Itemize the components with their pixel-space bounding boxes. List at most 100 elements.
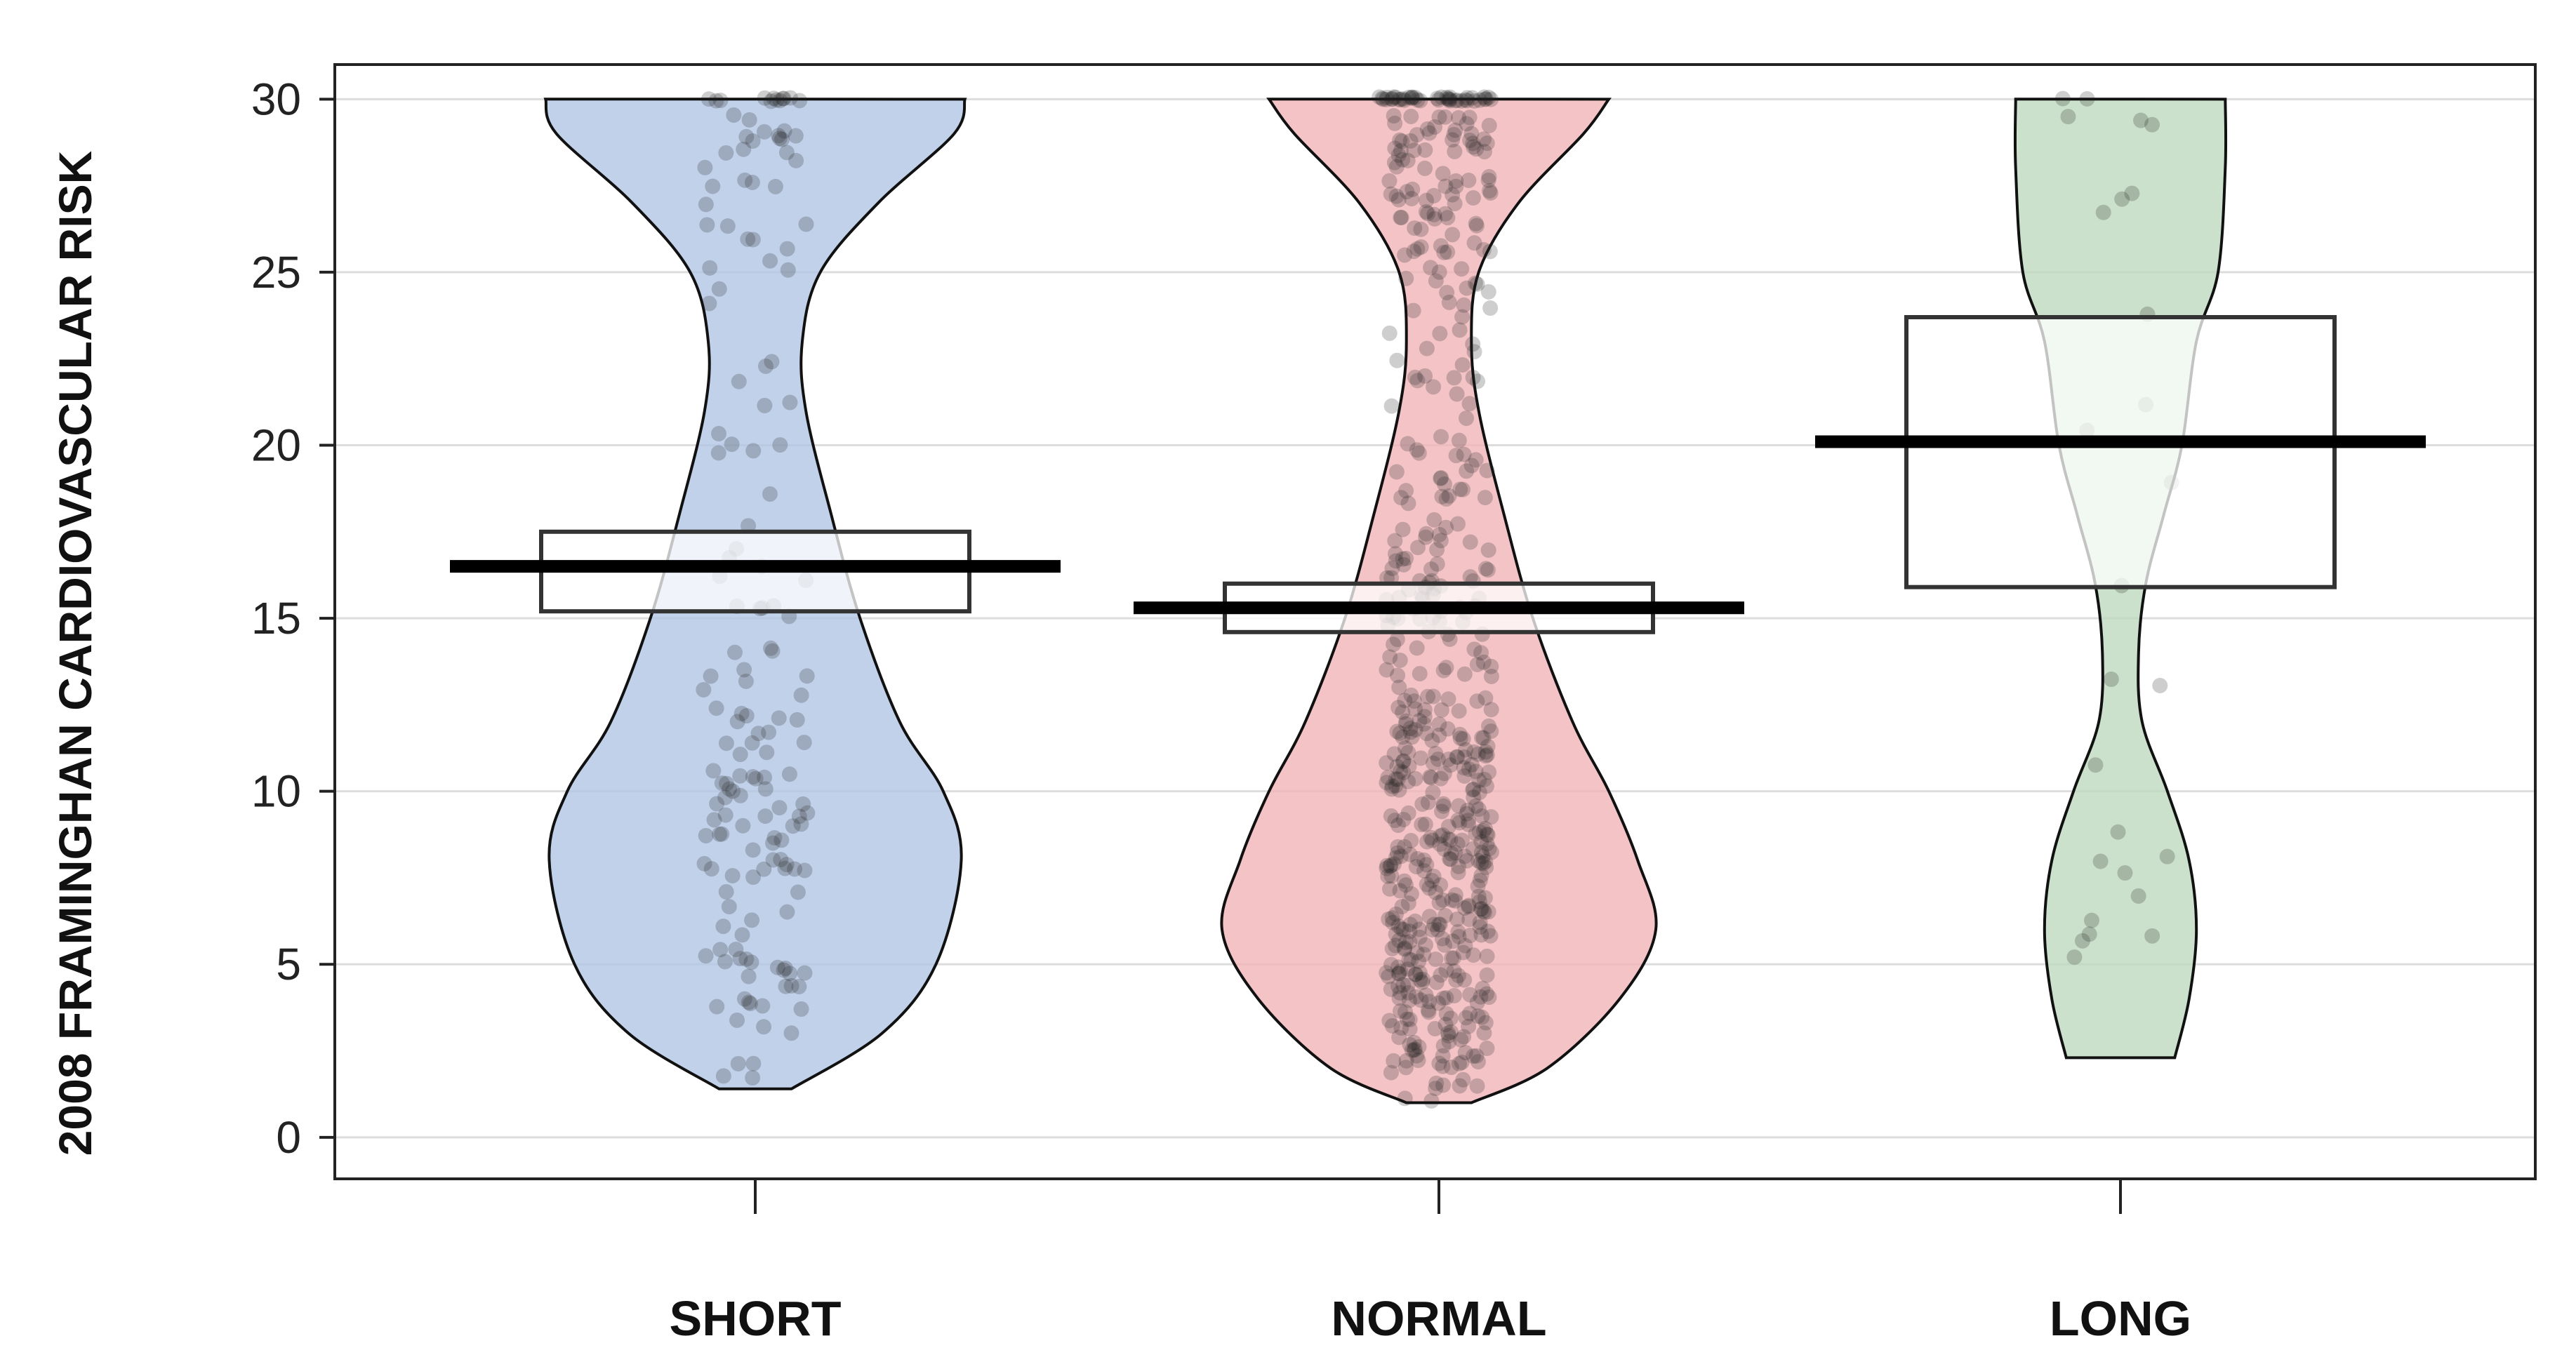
point-normal	[1475, 848, 1491, 864]
point-normal	[1397, 839, 1413, 855]
point-short	[745, 842, 761, 858]
point-normal	[1477, 904, 1493, 921]
point-normal	[1457, 1045, 1473, 1061]
point-normal	[1386, 746, 1402, 762]
point-normal	[1461, 816, 1477, 832]
point-short	[766, 91, 782, 107]
point-normal	[1392, 883, 1408, 899]
point-normal	[1406, 142, 1422, 159]
point-normal	[1415, 971, 1431, 987]
point-short	[729, 714, 745, 730]
point-normal	[1404, 1042, 1420, 1058]
point-short	[718, 735, 734, 752]
point-short	[777, 860, 793, 876]
point-normal	[1380, 769, 1396, 785]
point-short	[738, 951, 755, 967]
point-normal	[1379, 755, 1395, 771]
point-normal	[1447, 887, 1463, 903]
point-normal	[1398, 270, 1414, 286]
point-normal	[1397, 877, 1414, 893]
point-short	[750, 726, 766, 742]
point-normal	[1459, 802, 1475, 818]
point-normal	[1470, 888, 1487, 904]
point-normal	[1395, 729, 1411, 745]
point-normal	[1400, 744, 1416, 761]
point-normal	[1384, 940, 1400, 956]
point-normal	[1381, 325, 1397, 341]
point-normal	[1396, 873, 1412, 889]
point-normal	[1392, 725, 1408, 741]
point-normal	[1395, 765, 1412, 781]
point-short	[756, 123, 772, 140]
point-normal	[1384, 561, 1400, 577]
point-short	[719, 218, 736, 234]
point-short	[732, 747, 748, 763]
point-normal	[1461, 1006, 1478, 1022]
point-normal	[1395, 921, 1412, 937]
point-short	[731, 373, 747, 389]
point-normal	[1468, 826, 1484, 842]
point-short	[708, 93, 724, 109]
point-normal	[1482, 928, 1499, 944]
point-normal	[1409, 373, 1426, 389]
point-normal	[1461, 761, 1477, 777]
point-short	[777, 960, 793, 976]
point-normal	[1475, 654, 1492, 670]
point-normal	[1475, 855, 1492, 872]
point-normal	[1395, 704, 1411, 721]
point-normal	[1395, 811, 1412, 827]
point-normal	[1419, 340, 1435, 356]
point-normal	[1418, 529, 1434, 545]
point-normal	[1409, 540, 1426, 556]
point-normal	[1413, 750, 1429, 766]
point-normal	[1401, 951, 1417, 968]
point-normal	[1459, 410, 1475, 427]
point-normal	[1431, 1055, 1447, 1071]
point-short	[701, 295, 717, 312]
point-normal	[1445, 132, 1461, 148]
point-short	[769, 959, 785, 975]
point-short	[717, 789, 733, 806]
point-short	[736, 141, 752, 157]
point-normal	[1447, 143, 1463, 159]
point-short	[769, 92, 785, 108]
point-normal	[1423, 561, 1440, 577]
point-normal	[1433, 238, 1449, 254]
point-normal	[1459, 806, 1475, 822]
point-normal	[1455, 1071, 1471, 1088]
point-normal	[1402, 1011, 1418, 1027]
point-normal	[1468, 218, 1485, 234]
point-short	[745, 1055, 762, 1071]
point-normal	[1388, 188, 1405, 204]
point-normal	[1383, 398, 1400, 414]
point-normal	[1448, 173, 1464, 189]
point-normal	[1398, 1053, 1414, 1069]
point-normal	[1383, 868, 1400, 884]
point-long	[2092, 853, 2109, 869]
point-normal	[1423, 1093, 1440, 1109]
point-short	[699, 217, 715, 233]
point-short	[799, 668, 815, 684]
point-normal	[1386, 108, 1402, 124]
point-normal	[1395, 91, 1411, 107]
point-short	[774, 832, 790, 848]
point-normal	[1403, 832, 1419, 848]
point-normal	[1448, 448, 1464, 464]
point-normal	[1442, 631, 1458, 647]
point-short	[766, 830, 783, 846]
point-normal	[1412, 972, 1428, 988]
point-normal	[1466, 744, 1482, 760]
point-normal	[1481, 718, 1497, 734]
point-short	[759, 744, 775, 761]
point-normal	[1412, 666, 1428, 682]
point-short	[732, 787, 748, 803]
y-tick-label-15: 15	[251, 593, 301, 643]
point-normal	[1386, 636, 1402, 653]
point-short	[788, 128, 804, 144]
point-normal	[1456, 972, 1473, 988]
point-normal	[1465, 336, 1481, 352]
point-normal	[1386, 154, 1402, 171]
point-normal	[1466, 1048, 1482, 1064]
point-normal	[1465, 189, 1481, 206]
